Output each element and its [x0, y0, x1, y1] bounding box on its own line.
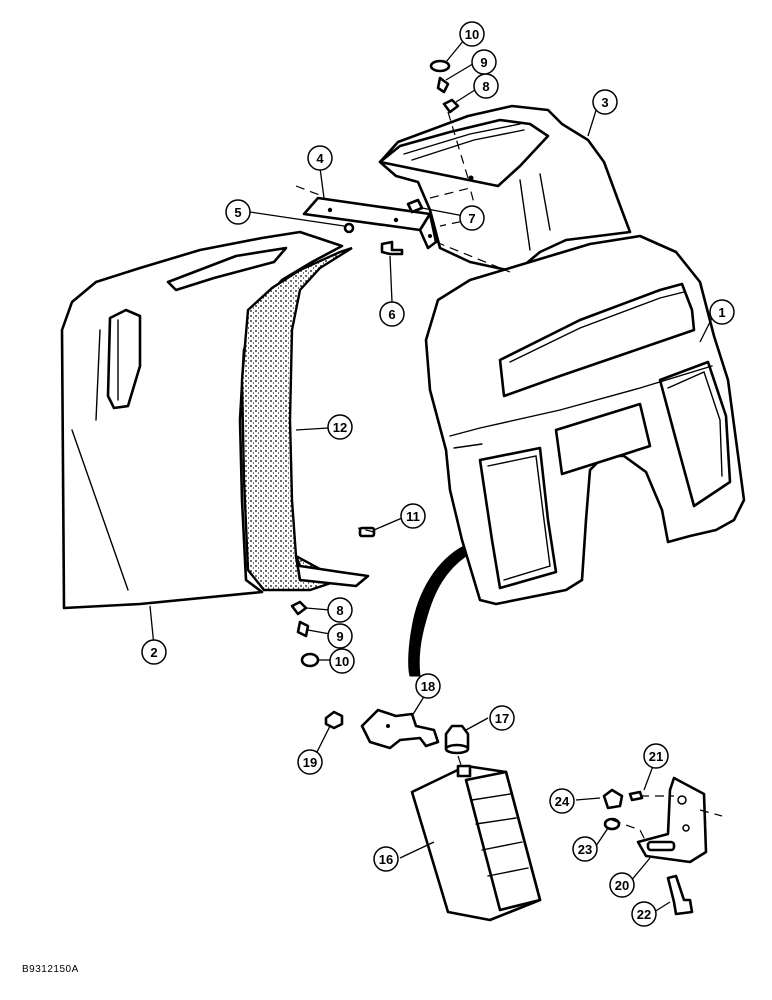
wire-harness [408, 545, 467, 677]
callout-circle [327, 414, 353, 440]
callout-circle [225, 199, 251, 225]
callout-c21: 21 [643, 743, 669, 769]
callout-number: 3 [601, 95, 608, 110]
callout-circle [471, 49, 497, 75]
callout-number: 9 [336, 629, 343, 644]
callout-number: 8 [482, 79, 489, 94]
callout-number: 17 [495, 711, 509, 726]
callout-number: 10 [465, 27, 479, 42]
clip-plate-part-18 [360, 708, 440, 750]
callout-number: 19 [303, 755, 317, 770]
callout-circle [379, 301, 405, 327]
callout-c1: 1 [709, 299, 735, 325]
callout-number: 12 [333, 420, 347, 435]
callout-circle [141, 639, 167, 665]
callout-number: 18 [421, 679, 435, 694]
callout-circle [373, 846, 399, 872]
callout-circle [572, 836, 598, 862]
callout-number: 9 [480, 55, 487, 70]
callout-c12: 12 [327, 414, 353, 440]
callout-c19: 19 [297, 749, 323, 775]
callout-c24: 24 [549, 788, 575, 814]
lamp-housing-part-16 [410, 764, 542, 922]
callout-c9b: 9 [327, 623, 353, 649]
callout-c17: 17 [489, 705, 515, 731]
callout-c7: 7 [459, 205, 485, 231]
callout-number: 21 [649, 749, 663, 764]
callout-c18: 18 [415, 673, 441, 699]
callout-circle [549, 788, 575, 814]
callout-circle [631, 901, 657, 927]
callout-c10b: 10 [329, 648, 355, 674]
side-panel-part-2 [60, 230, 344, 610]
callout-c4: 4 [307, 145, 333, 171]
callout-c8b: 8 [327, 597, 353, 623]
assembly-lines [295, 111, 723, 847]
callout-number: 11 [406, 509, 420, 524]
callout-circle [609, 872, 635, 898]
callout-number: 22 [637, 907, 651, 922]
callout-circle [400, 503, 426, 529]
callout-c16: 16 [373, 846, 399, 872]
callout-number: 2 [150, 645, 157, 660]
callout-circle [327, 623, 353, 649]
callout-c8a: 8 [473, 73, 499, 99]
callout-circle [415, 673, 441, 699]
callout-number: 7 [468, 211, 475, 226]
callout-circle [307, 145, 333, 171]
callout-circle [329, 648, 355, 674]
callout-circle [459, 21, 485, 47]
callout-c23: 23 [572, 836, 598, 862]
callout-number: 5 [234, 205, 241, 220]
callout-circle [297, 749, 323, 775]
hardware [290, 59, 694, 916]
foam-seal-part-12 [240, 246, 370, 592]
callout-c2: 2 [141, 639, 167, 665]
callout-c10a: 10 [459, 21, 485, 47]
angle-bracket-part-20 [636, 776, 708, 864]
callout-number: 1 [718, 305, 725, 320]
callout-number: 20 [615, 878, 629, 893]
callout-circle [459, 205, 485, 231]
callout-number: 16 [379, 852, 393, 867]
callout-number: 10 [335, 654, 349, 669]
grommet-part-17 [444, 724, 470, 755]
callout-c11: 11 [400, 503, 426, 529]
callout-circle [327, 597, 353, 623]
callout-circle [643, 743, 669, 769]
callout-number: 24 [555, 794, 570, 809]
callout-c3: 3 [592, 89, 618, 115]
callout-circle [489, 705, 515, 731]
callout-number: 23 [578, 842, 592, 857]
figure-id: B9312150A [22, 964, 79, 975]
callout-c6: 6 [379, 301, 405, 327]
rear-shroud-part-3 [378, 104, 632, 274]
callout-c5: 5 [225, 199, 251, 225]
dash-housing-part-1 [424, 234, 746, 606]
callout-circle [592, 89, 618, 115]
callout-c20: 20 [609, 872, 635, 898]
callout-c9a: 9 [471, 49, 497, 75]
callout-circle [709, 299, 735, 325]
callout-number: 8 [336, 603, 343, 618]
callout-number: 4 [316, 151, 324, 166]
nut-part-19 [324, 710, 344, 730]
callout-number: 6 [388, 307, 395, 322]
callout-c22: 22 [631, 901, 657, 927]
